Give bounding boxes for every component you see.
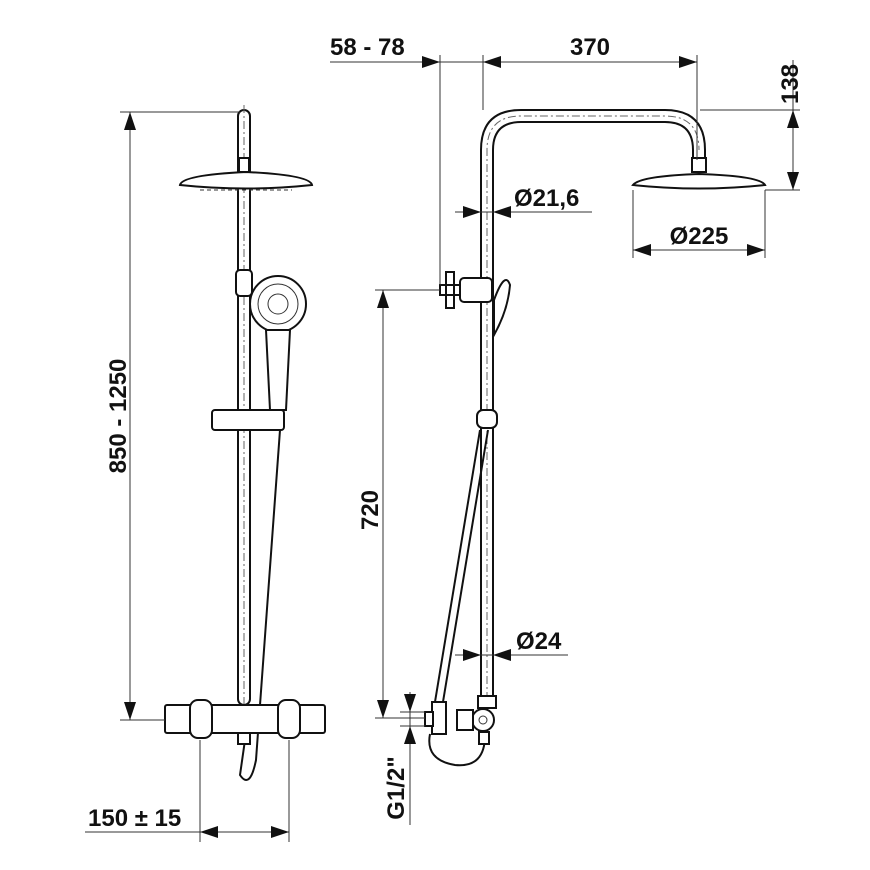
hose-loop bbox=[428, 733, 486, 767]
side-shower-head bbox=[631, 172, 767, 190]
valve-height-label: 720 bbox=[357, 490, 384, 530]
head-drop-label: 138 bbox=[777, 64, 804, 104]
diverter bbox=[471, 708, 495, 732]
side-slider bbox=[476, 409, 498, 429]
pipe-diameter-label: Ø24 bbox=[516, 628, 562, 655]
arm-diameter-label: Ø21,6 bbox=[514, 185, 579, 212]
head-connector bbox=[238, 157, 250, 173]
front-view: 850 - 1250 150 ± 15 bbox=[85, 105, 326, 842]
head-diameter-label: Ø225 bbox=[670, 223, 729, 250]
arm-connector bbox=[691, 157, 707, 173]
side-hose bbox=[431, 429, 481, 721]
side-view: 58 - 78 370 138 Ø21,6 Ø225 720 Ø24 G1/2" bbox=[330, 34, 804, 825]
valve-knob bbox=[431, 701, 447, 735]
holder bbox=[459, 277, 493, 303]
overhead-shower-head bbox=[178, 170, 314, 190]
height-range-label: 850 - 1250 bbox=[105, 359, 132, 474]
slider bbox=[211, 409, 285, 431]
riser-pole bbox=[237, 109, 251, 706]
mixer-handle-right bbox=[277, 699, 301, 739]
pipe-nut bbox=[477, 695, 497, 709]
hand-shower-handle bbox=[264, 329, 292, 411]
wall-offset-label: 58 - 78 bbox=[330, 34, 405, 61]
mixer-handle-left bbox=[189, 699, 213, 739]
arm-length-label: 370 bbox=[570, 34, 610, 61]
side-hand-shower bbox=[493, 279, 512, 339]
valve-body bbox=[456, 709, 474, 731]
top-holder bbox=[235, 269, 253, 297]
mixer-spacing-label: 150 ± 15 bbox=[88, 805, 181, 832]
wall-bracket bbox=[439, 271, 461, 309]
shower-hose bbox=[238, 429, 281, 781]
connection-thread-label: G1/2" bbox=[383, 756, 410, 819]
